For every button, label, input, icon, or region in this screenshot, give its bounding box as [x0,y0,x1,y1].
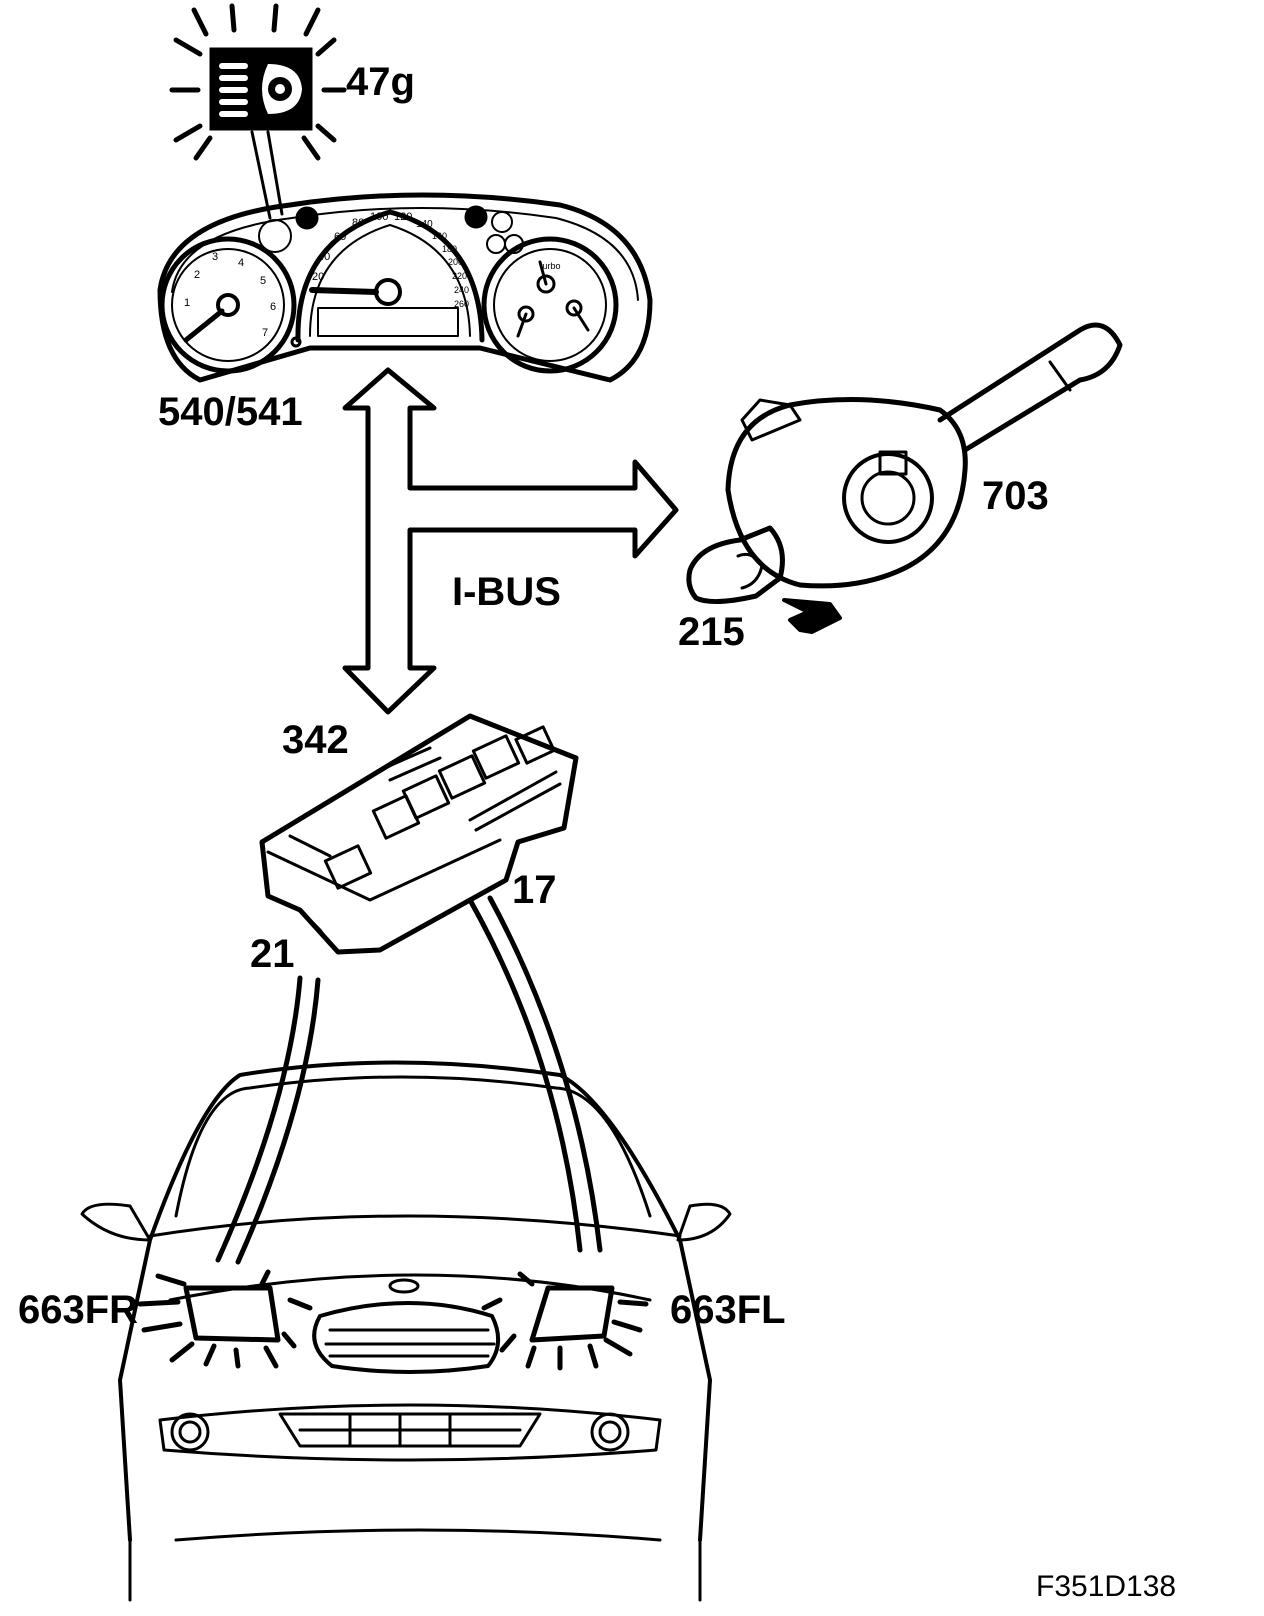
label-703: 703 [982,474,1049,518]
label-663fr: 663FR [18,1288,139,1332]
label-215: 215 [678,610,745,654]
speed-tick-160: 160 [432,231,448,241]
label-21: 21 [250,932,295,976]
turbo-gauge-label: turbo [540,261,561,271]
tach-tick-6: 6 [270,301,277,313]
speed-tick-120: 120 [394,211,413,223]
tach-tick-7: 7 [262,327,269,339]
speed-tick-180: 180 [442,244,458,254]
speed-tick-60: 60 [334,231,347,243]
speed-tick-40: 40 [318,251,331,263]
combination-switch [725,322,1123,589]
speed-tick-140: 140 [416,219,433,230]
label-342: 342 [282,718,349,762]
label-47g: 47g [346,60,415,104]
tach-tick-4: 4 [238,257,245,269]
speed-tick-100: 100 [370,211,389,223]
tach-tick-3: 3 [212,251,219,263]
speed-tick-260: 260 [454,299,470,309]
label-540-541: 540/541 [158,390,303,434]
fuse-box [259,713,579,955]
speed-tick-200: 200 [448,257,464,267]
figure-id: F351D138 [1036,1570,1177,1603]
tach-tick-1: 1 [184,297,191,309]
headlamp-warning-lamp-icon [169,3,347,220]
label-17: 17 [512,868,557,912]
instrument-cluster [157,192,653,383]
light-switch [686,525,842,634]
speed-tick-240: 240 [454,285,470,295]
tach-tick-5: 5 [260,275,267,287]
label-ibus: I-BUS [452,570,561,614]
tach-tick-2: 2 [194,269,201,281]
speed-tick-20: 20 [312,271,325,283]
speed-tick-220: 220 [452,271,468,281]
label-663fl: 663FL [670,1288,786,1332]
ibus-arrows [342,367,679,715]
car-front [80,1060,732,1602]
speed-tick-80: 80 [352,217,365,229]
